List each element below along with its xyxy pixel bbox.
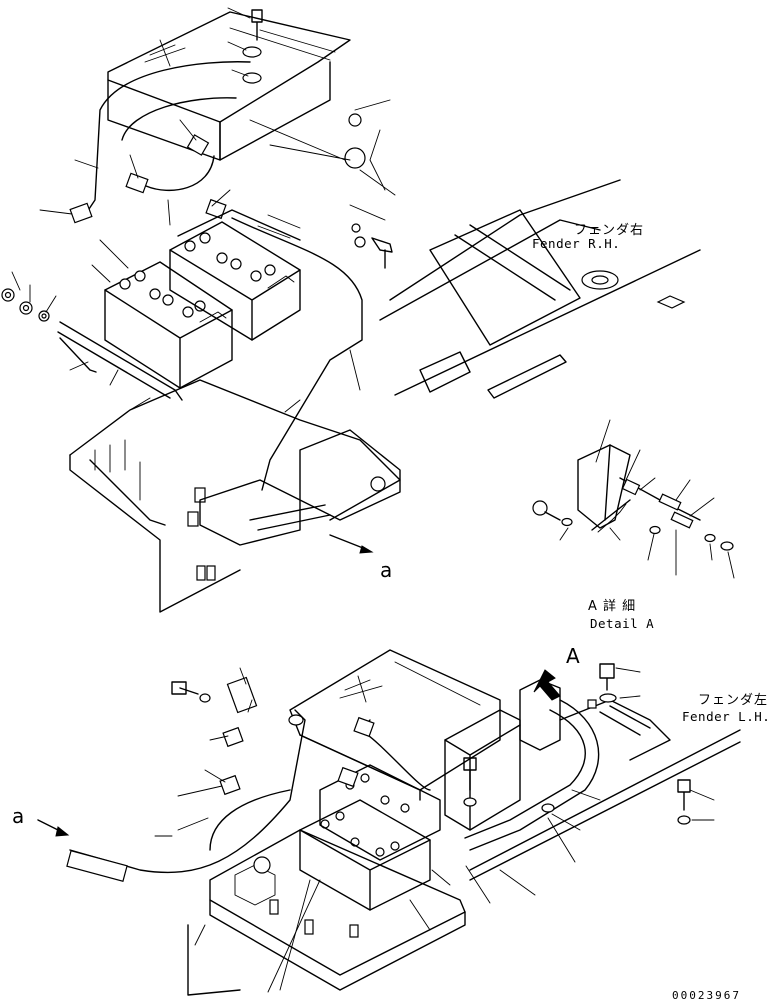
lower-harness-main <box>69 709 306 874</box>
lower-battery-1 <box>299 799 431 911</box>
lower-battery-cover <box>289 649 501 801</box>
upper-main-cable <box>231 217 363 491</box>
upper-battery-cover <box>107 11 351 161</box>
upper-assembly-view <box>1 9 701 613</box>
lower-side-box <box>444 709 521 831</box>
detail-a-arrow <box>533 669 561 701</box>
fender-rh-jp-label: フェンダ右 <box>574 223 645 238</box>
fender-lh-jp-label: フェンダ左 <box>698 693 769 708</box>
callout-A-label: A <box>566 644 580 668</box>
callout-a-lower: a <box>12 804 25 828</box>
fender-lh-en-label: Fender L.H. <box>682 709 769 724</box>
upper-battery-2 <box>169 221 301 341</box>
upper-harness-left <box>84 61 251 216</box>
detail-a-view <box>532 444 734 551</box>
upper-connectors <box>69 134 227 224</box>
upper-mount-frame <box>69 379 401 613</box>
callout-a-upper: a <box>380 558 393 582</box>
detail-a-en-label: Detail A <box>590 616 655 631</box>
lower-bolts <box>171 663 691 825</box>
fender-rh-panel <box>379 179 701 399</box>
lower-base-frame <box>187 829 466 996</box>
fender-rh-en-label: Fender R.H. <box>532 236 621 251</box>
upper-washers-left <box>1 288 97 373</box>
lower-assembly-view <box>37 649 741 996</box>
drawing-number: 00023967 <box>672 989 741 1002</box>
upper-battery-1 <box>104 261 233 389</box>
callout-leader-lines <box>11 7 735 993</box>
detail-a-jp-label: A 詳 細 <box>588 599 637 614</box>
upper-bolts <box>242 9 393 269</box>
